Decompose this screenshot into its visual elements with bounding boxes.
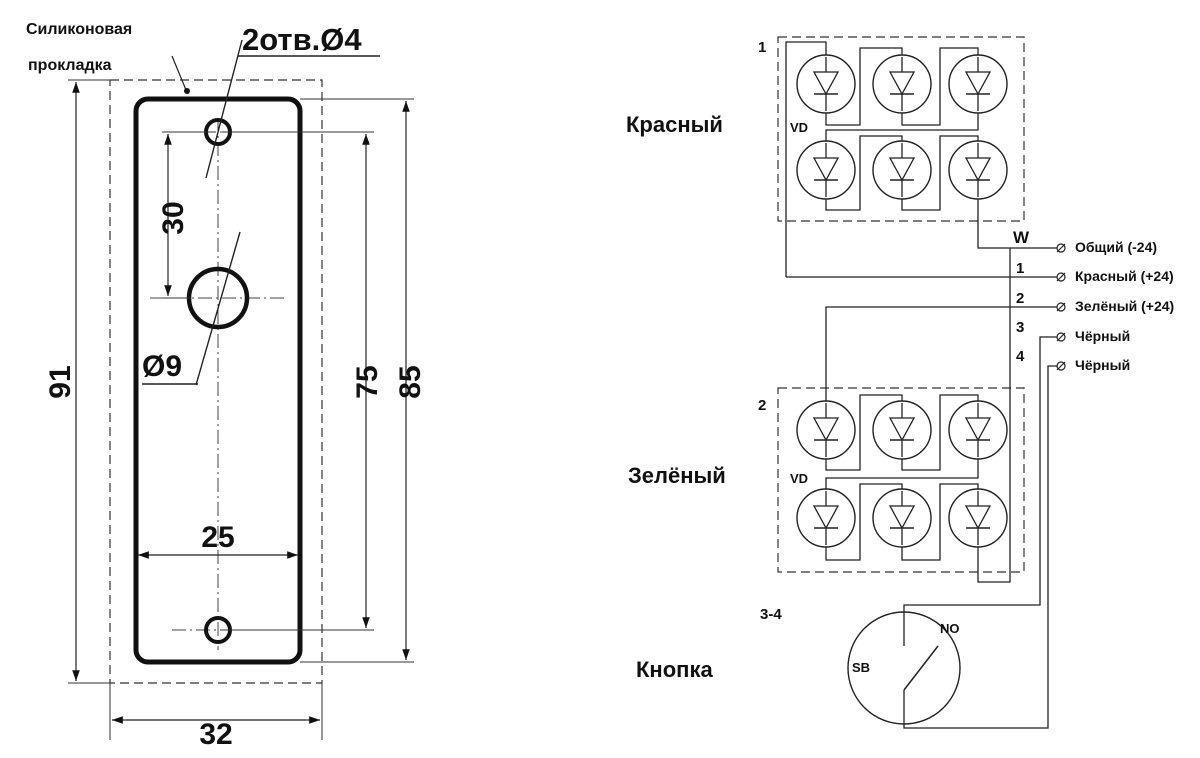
- gasket-leader: [171, 55, 187, 91]
- terminal-label-1: Красный (+24): [1075, 268, 1174, 284]
- gasket-label-line1: Силиконовая: [26, 21, 132, 38]
- block-red-number: 1: [758, 39, 766, 56]
- gasket-label-line2: прокладка: [28, 57, 112, 74]
- terminal-2: [1056, 302, 1066, 312]
- led-red-5: [872, 140, 932, 200]
- button-contact: [903, 645, 939, 691]
- group-label-red: Красный: [626, 112, 723, 137]
- led-block-green: [777, 387, 1025, 573]
- dim-9-label: Ø9: [142, 350, 182, 383]
- terminal-1: [1056, 272, 1066, 282]
- button-sb-label: SB: [852, 660, 870, 675]
- vd-label-green: VD: [790, 471, 808, 486]
- leader-hole-4: [205, 39, 243, 179]
- terminal-num-1: 1: [1016, 260, 1024, 277]
- terminal-4: [1056, 361, 1066, 371]
- group-label-green: Зелёный: [628, 463, 726, 488]
- led-green-6: [948, 488, 1008, 548]
- terminal-common: [1056, 243, 1066, 253]
- dim-30-label: 30: [157, 201, 190, 234]
- terminal-label-2: Зелёный (+24): [1075, 298, 1174, 314]
- terminal-num-2: 2: [1016, 290, 1024, 307]
- vd-label-red: VD: [790, 120, 808, 135]
- button-no-label: NO: [940, 621, 960, 636]
- terminal-label-4: Чёрный: [1075, 357, 1130, 373]
- led-red-4: [796, 140, 856, 200]
- led-block-red: [777, 36, 1025, 222]
- gasket-leader-dot: [184, 88, 190, 94]
- terminal-label-common: Общий (-24): [1075, 239, 1157, 255]
- led-green-3: [948, 400, 1008, 460]
- dim-75-label: 75: [351, 365, 384, 398]
- gasket-outline: [109, 79, 323, 684]
- dim-85-label: 85: [394, 365, 427, 398]
- led-red-2: [872, 54, 932, 114]
- group-label-button: Кнопка: [636, 657, 713, 682]
- led-green-1: [796, 400, 856, 460]
- led-green-4: [796, 488, 856, 548]
- leader-hole-9: [195, 231, 241, 386]
- led-green-2: [872, 400, 932, 460]
- dim-25-label: 25: [201, 521, 234, 554]
- dim-91-label: 91: [44, 365, 77, 398]
- led-red-1: [796, 54, 856, 114]
- button-pins-label: 3-4: [760, 606, 782, 623]
- common-label: W: [1013, 228, 1030, 247]
- mechanical-drawing: Силиконовая прокладка 2отв.Ø4 30 91 75 8…: [26, 21, 427, 751]
- wiring-schematic: Красный Зелёный Кнопка 1 2 VD VD W 3-4 N…: [626, 36, 1174, 729]
- led-green-5: [872, 488, 932, 548]
- terminal-3: [1056, 332, 1066, 342]
- terminal-num-4: 4: [1016, 348, 1025, 365]
- block-green-number: 2: [758, 397, 766, 414]
- dim-32-label: 32: [199, 718, 232, 751]
- led-red-6: [948, 140, 1008, 200]
- holes-label: 2отв.Ø4: [242, 22, 362, 57]
- plate-outline: [133, 96, 303, 665]
- terminal-label-3: Чёрный: [1075, 328, 1130, 344]
- terminal-num-3: 3: [1016, 319, 1024, 336]
- led-red-3: [948, 54, 1008, 114]
